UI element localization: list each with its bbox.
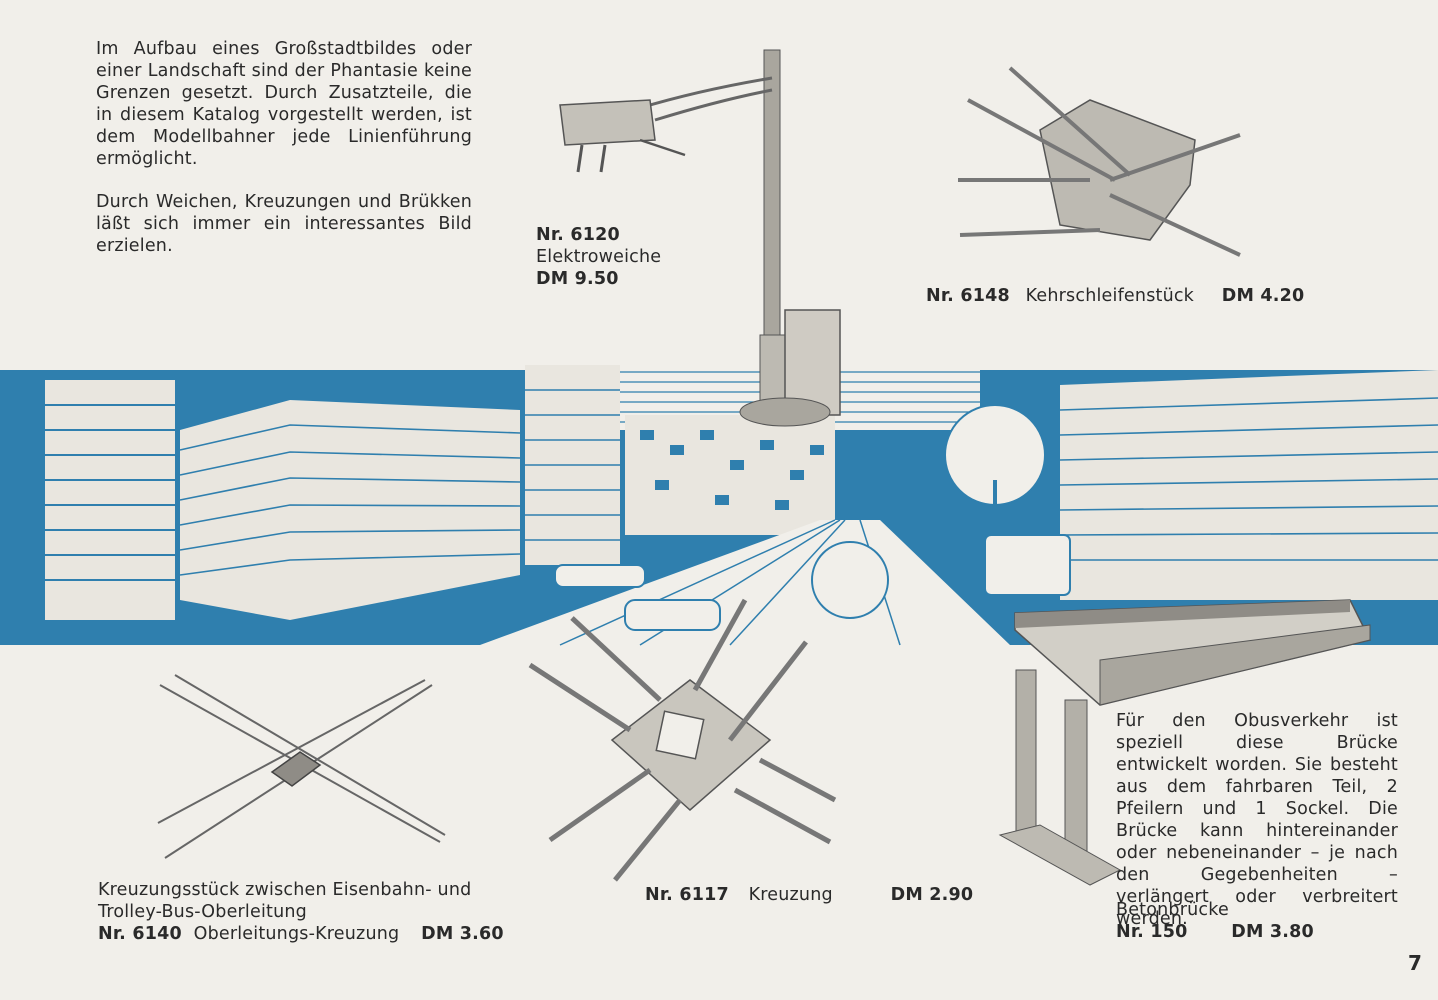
product-number: Nr. 6140 [98, 924, 182, 944]
caption-6148: Nr. 6148 Kehrschleifenstück DM 4.20 [926, 285, 1304, 307]
product-name: Betonbrücke [1116, 900, 1229, 920]
caption-6120: Nr. 6120 Elektroweiche DM 9.50 [536, 224, 696, 290]
product-150-illustration [998, 599, 1372, 886]
product-number: Nr. 150 [1116, 922, 1188, 942]
trolley-bus [984, 534, 1071, 596]
product-6120-illustration [559, 49, 841, 427]
product-price: DM 4.20 [1221, 286, 1305, 306]
intro-paragraph-2: Durch Weichen, Kreuzungen und Brükken lä… [96, 192, 472, 256]
page-number: 7 [1408, 951, 1423, 975]
product-description: Kreuzungsstück zwischen Eisenbahn- und T… [98, 880, 472, 922]
product-name: Elektroweiche [536, 247, 662, 267]
product-name: Kehrschleifenstück [1025, 286, 1195, 306]
street [480, 520, 1010, 645]
product-price: DM 3.80 [1231, 922, 1314, 942]
product-price: DM 2.90 [890, 885, 974, 905]
product-price: DM 3.60 [421, 924, 504, 944]
product-6117-illustration [528, 598, 837, 882]
intro-paragraph-1: Im Aufbau eines Großstadtbildes oder ein… [96, 39, 472, 169]
product-number: Nr. 6148 [926, 286, 1010, 306]
product-6148-illustration [958, 66, 1241, 257]
product-name: Oberleitungs-Kreuzung [193, 924, 400, 944]
car [624, 599, 721, 631]
product-name: Kreuzung [748, 885, 833, 905]
caption-6140: Kreuzungsstück zwischen Eisenbahn- und T… [98, 879, 518, 945]
city-panorama [0, 360, 1438, 646]
product-6140-illustration [157, 674, 446, 859]
product-price: DM 9.50 [536, 269, 619, 289]
product-number: Nr. 6120 [536, 225, 620, 245]
caption-6117: Nr. 6117 Kreuzung DM 2.90 [645, 884, 973, 906]
bridge-description: Für den Obusverkehr ist speziell diese B… [1116, 711, 1398, 929]
building-left [45, 380, 175, 620]
product-number: Nr. 6117 [645, 885, 729, 905]
caption-150: Betonbrücke Nr. 150 DM 3.80 [1116, 899, 1406, 943]
car [554, 564, 646, 588]
